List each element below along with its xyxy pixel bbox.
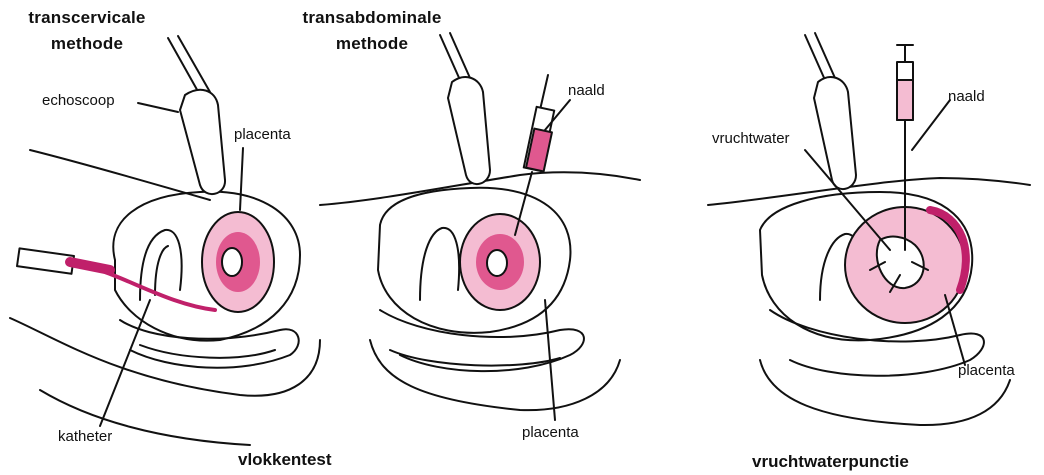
organ-outline bbox=[380, 310, 584, 371]
label-echoscoop: echoscoop bbox=[42, 92, 115, 109]
method-title-line1: transabdominale bbox=[292, 8, 452, 28]
body-contour-line bbox=[370, 340, 620, 410]
syringe-plunger bbox=[540, 75, 548, 110]
label-placenta: placenta bbox=[958, 362, 1015, 379]
probe-shape bbox=[180, 90, 225, 194]
embryo-shape bbox=[222, 248, 242, 276]
leader-line bbox=[912, 100, 950, 150]
leader-line bbox=[138, 103, 178, 112]
organ-outline bbox=[140, 345, 275, 358]
probe-shape bbox=[448, 77, 490, 184]
cable-line bbox=[450, 33, 470, 78]
organ-outline bbox=[420, 228, 459, 300]
method-title-line2: methode bbox=[292, 34, 452, 54]
label-katheter: katheter bbox=[58, 428, 112, 445]
caption-vlokkentest: vlokkentest bbox=[238, 450, 332, 470]
caption-vruchtwaterpunctie: vruchtwaterpunctie bbox=[752, 452, 909, 472]
organ-outline bbox=[390, 350, 560, 366]
label-naald: naald bbox=[948, 88, 985, 105]
body-contour-line bbox=[10, 318, 320, 396]
embryo-shape bbox=[487, 250, 507, 276]
syringe-fill bbox=[70, 262, 110, 270]
catheter-line bbox=[105, 272, 215, 310]
method-title-line2: methode bbox=[22, 34, 152, 54]
label-placenta: placenta bbox=[522, 424, 579, 441]
syringe-fill bbox=[897, 80, 913, 120]
method-title-line1: transcervicale bbox=[22, 8, 152, 28]
label-naald: naald bbox=[568, 82, 605, 99]
label-vruchtwater: vruchtwater bbox=[712, 130, 790, 147]
leader-line bbox=[240, 148, 243, 210]
label-placenta: placenta bbox=[234, 126, 291, 143]
cable-line bbox=[815, 33, 835, 78]
organ-outline bbox=[155, 246, 168, 295]
organ-outline bbox=[120, 320, 299, 368]
probe-shape bbox=[814, 77, 856, 189]
cable-line bbox=[805, 35, 825, 80]
